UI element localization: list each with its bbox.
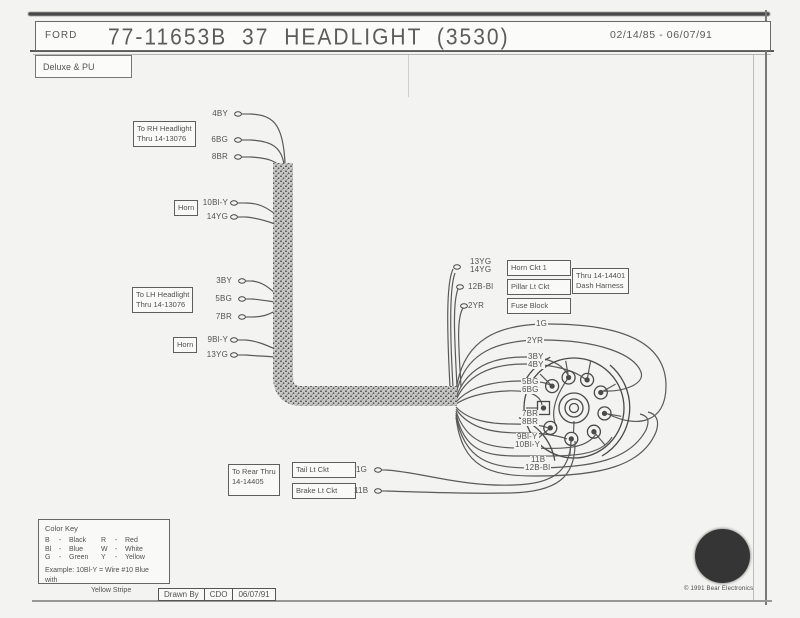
- dash-harness-label: Dash Harness: [576, 281, 624, 291]
- scan-edge-right-outer: [765, 10, 767, 605]
- rear-harness-label: To Rear Thru: [232, 467, 276, 476]
- wire-label-9bly-loop: 9Bl-Y: [516, 432, 539, 441]
- wire-label-1g-loop: 1G: [535, 319, 549, 328]
- rule-under-header-light: [33, 54, 771, 55]
- wire-label-11b-rear: 11B: [354, 486, 369, 495]
- copyright-text: © 1991 Bear Electronics: [684, 586, 754, 592]
- pillar-lt-ckt-label: Pillar Lt Ckt: [511, 282, 550, 291]
- wire-label-12bbl-loop: 12B-Bl: [524, 463, 552, 472]
- color-name: Black: [69, 537, 87, 544]
- revision-dates: 02/14/85 - 06/07/91: [610, 29, 713, 41]
- color-key-row: B-Black R-Red: [45, 537, 138, 544]
- wire-label-8br: 8BR: [211, 152, 228, 161]
- rear-harness-part: 14-14405: [232, 477, 264, 487]
- scan-edge-bottom: [32, 600, 772, 602]
- title-block: [35, 21, 771, 51]
- drawn-by-table: Drawn By CDO 06/07/91: [158, 588, 276, 601]
- color-abbr: Bl: [45, 545, 52, 553]
- scan-edge-top: [28, 12, 770, 16]
- scan-fold-line: [408, 55, 409, 97]
- color-name: Yellow: [125, 554, 145, 561]
- wire-label-13yg: 13YG: [206, 350, 228, 359]
- wire-label-8br-loop: 8BR: [521, 417, 540, 426]
- hole-punch-dot: [695, 529, 750, 583]
- rear-circuit-wires: [385, 440, 576, 494]
- brake-lt-ckt-label: Brake Lt Ckt: [296, 486, 338, 495]
- color-name: Green: [69, 554, 89, 561]
- wire-label-3by-loop: 3BY: [527, 352, 545, 361]
- color-key-example-line1: Example: 10Bl-Y = Wire #10 Blue with: [45, 567, 149, 584]
- dash-circuit-wires: [447, 268, 464, 388]
- wire-label-6bg-loop: 6BG: [521, 385, 540, 394]
- wire-label-1g-rear: 1G: [356, 465, 368, 474]
- ford-logo-text: FORD: [45, 30, 78, 41]
- horn-upper-label: Horn: [178, 203, 195, 212]
- rule-under-header-dark: [30, 50, 774, 52]
- horn-lower-label: Horn: [177, 340, 194, 349]
- wire-label-9bly: 9Bl-Y: [207, 335, 228, 344]
- dash-harness-part: Thru 14-14401: [576, 271, 626, 280]
- color-key-example-line2: Yellow Stripe: [91, 586, 132, 594]
- wire-label-2yr-loop: 2YR: [526, 336, 545, 345]
- pillar-lt-ckt-box: Pillar Lt Ckt: [507, 279, 571, 296]
- drawn-by-value-cell: CDO: [203, 588, 234, 601]
- horn-upper-box: Horn: [174, 200, 199, 217]
- color-abbr: G: [45, 554, 51, 561]
- brake-lt-ckt-box: Brake Lt Ckt: [292, 483, 356, 500]
- color-name: Red: [125, 537, 138, 544]
- trunk-harness: [273, 163, 457, 406]
- fuse-block-box: Fuse Block: [507, 298, 571, 315]
- tail-lt-ckt-box: Tail Lt Ckt: [292, 462, 356, 479]
- lh-headlight-label: To LH Headlight: [136, 290, 190, 299]
- wire-label-14yg: 14YG: [206, 212, 228, 221]
- color-abbr: W: [101, 545, 108, 553]
- wire-label-10bly-loop: 10Bl-Y: [514, 440, 542, 449]
- scan-edge-right-inner: [753, 55, 754, 600]
- wire-label-4by: 4BY: [212, 109, 228, 118]
- drawn-date-cell: 06/07/91: [232, 588, 276, 601]
- wire-label-10bly: 10Bl-Y: [202, 198, 228, 207]
- variant-tab: Deluxe & PU: [35, 55, 132, 78]
- page-title: 77-11653B 37 HEADLIGHT (3530): [108, 25, 510, 50]
- color-key-row: G-Green Y-Yellow: [45, 554, 145, 561]
- wire-label-13yg-dash: 13YG: [470, 257, 492, 266]
- wire-label-5bg-loop: 5BG: [521, 377, 540, 386]
- rh-headlight-label: To RH Headlight: [137, 124, 192, 133]
- wire-label-6bg: 6BG: [211, 135, 228, 144]
- wire-label-11b-loop: 11B: [530, 455, 547, 464]
- rh-headlight-part: Thru 14-13076: [137, 134, 187, 144]
- wire-label-2yr-dash: 2YR: [468, 301, 485, 310]
- wire-label-3by: 3BY: [216, 276, 232, 285]
- ring-terminals: [230, 111, 468, 494]
- rear-harness-box: To Rear Thru 14-14405: [228, 464, 280, 496]
- color-key-example: Example: 10Bl-Y = Wire #10 Blue with Yel…: [45, 566, 163, 595]
- lh-headlight-box: To LH Headlight Thru 14-13076: [132, 287, 194, 314]
- wire-label-7br: 7BR: [215, 312, 232, 321]
- color-key-box: Color Key B-Black R-Red Bl-Blue W-White …: [38, 519, 170, 594]
- horn-ckt-label: Horn Ckt 1: [511, 263, 547, 272]
- color-abbr: Y: [101, 554, 106, 561]
- rh-headlight-box: To RH Headlight Thru 14-13076: [133, 121, 196, 148]
- tail-lt-ckt-label: Tail Lt Ckt: [296, 465, 329, 474]
- color-abbr: B: [45, 537, 50, 544]
- color-key-title: Color Key: [45, 524, 78, 533]
- color-abbr: R: [101, 537, 107, 544]
- drawn-by-label-cell: Drawn By: [158, 588, 205, 601]
- horn-lower-box: Horn: [173, 337, 198, 354]
- wire-label-5bg: 5BG: [215, 294, 232, 303]
- wire-label-14yg-dash: 14YG: [470, 265, 492, 274]
- horn-ckt-box: Horn Ckt 1: [507, 260, 571, 277]
- color-name: Blue: [69, 545, 84, 553]
- wire-label-12bbl-dash: 12B-Bl: [468, 282, 494, 291]
- color-name: White: [125, 545, 143, 553]
- lh-headlight-part: Thru 14-13076: [136, 300, 186, 310]
- fuse-block-label: Fuse Block: [511, 301, 549, 310]
- dash-harness-box: Thru 14-14401 Dash Harness: [572, 268, 630, 295]
- wire-label-4by-loop: 4BY: [527, 360, 545, 369]
- color-key-row: Bl-Blue W-White: [45, 545, 143, 553]
- wire-label-7br-loop: 7BR: [521, 409, 540, 418]
